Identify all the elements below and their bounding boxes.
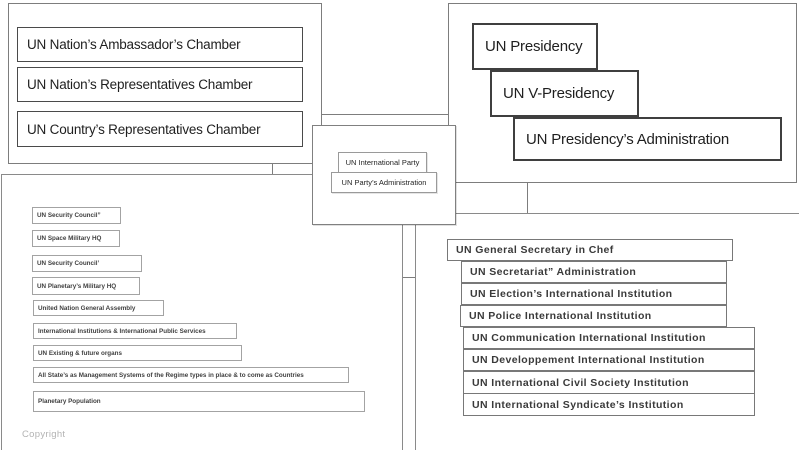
connector-chamber-to-assembly bbox=[272, 164, 273, 174]
presidency-administration-label: UN Presidency’s Administration bbox=[526, 130, 729, 148]
chamber-label: UN Nation’s Ambassador’s Chamber bbox=[27, 37, 241, 52]
assembly-item-space-military-hq: UN Space Military HQ bbox=[32, 230, 120, 247]
secretary-in-chef-box: UN General Secretary in Chef bbox=[447, 239, 733, 261]
secretariat-item-label: UN Election’s International Institution bbox=[470, 288, 673, 300]
assembly-item-label: UN Planetary’s Military HQ bbox=[37, 282, 117, 290]
assembly-item-label: Planetary Population bbox=[38, 398, 101, 405]
assembly-item-general-assembly: United Nation General Assembly bbox=[33, 300, 164, 316]
chamber-box-nation-representatives: UN Nation’s Representatives Chamber bbox=[17, 67, 303, 102]
assembly-item-security-council-1: UN Security Council” bbox=[32, 207, 121, 224]
assembly-item-security-council-2: UN Security Council’ bbox=[32, 255, 142, 272]
secretariat-item-communication: UN Communication International Instituti… bbox=[463, 327, 755, 349]
presidency-box: UN Presidency bbox=[472, 23, 598, 70]
assembly-item-label: UN Security Council’ bbox=[37, 260, 100, 267]
secretary-in-chef-label: UN General Secretary in Chef bbox=[456, 244, 614, 256]
assembly-item-label: United Nation General Assembly bbox=[38, 304, 136, 312]
presidency-administration-box: UN Presidency’s Administration bbox=[513, 117, 782, 161]
assembly-item-label: UN Space Military HQ bbox=[37, 235, 102, 242]
party-administration-label: UN Party’s Administration bbox=[341, 178, 427, 187]
secretariat-item-civil-society: UN International Civil Society Instituti… bbox=[463, 371, 755, 394]
secretariat-item-administration: UN Secretariat” Administration bbox=[461, 261, 727, 283]
secretariat-item-label: UN International Civil Society Instituti… bbox=[472, 376, 689, 389]
secretariat-item-label: UN Police International Institution bbox=[469, 310, 652, 322]
secretariat-item-elections: UN Election’s International Institution bbox=[461, 283, 727, 305]
presidency-label: UN Presidency bbox=[485, 38, 583, 55]
secretariat-item-label: UN International Syndicate’s Institution bbox=[472, 398, 684, 411]
assembly-item-international-institutions: International Institutions & Internation… bbox=[33, 323, 237, 339]
secretariat-item-label: UN Communication International Instituti… bbox=[472, 332, 706, 344]
assembly-item-label: UN Security Council” bbox=[37, 212, 101, 219]
assembly-item-all-states: All State’s as Management Systems of the… bbox=[33, 367, 349, 383]
chamber-box-ambassadors: UN Nation’s Ambassador’s Chamber bbox=[17, 27, 303, 62]
assembly-item-existing-future-organs: UN Existing & future organs bbox=[33, 345, 242, 361]
assembly-item-label: UN Existing & future organs bbox=[38, 349, 122, 357]
connector-assembly-to-secretariat bbox=[403, 277, 415, 278]
connector-presidency-to-secretariat bbox=[527, 183, 528, 213]
chamber-label: UN Nation’s Representatives Chamber bbox=[27, 77, 253, 92]
international-party-label: UN International Party bbox=[345, 158, 420, 167]
chamber-box-country-representatives: UN Country’s Representatives Chamber bbox=[17, 111, 303, 147]
party-administration-box: UN Party’s Administration bbox=[331, 172, 437, 193]
v-presidency-box: UN V-Presidency bbox=[490, 70, 639, 117]
secretariat-item-syndicate: UN International Syndicate’s Institution bbox=[463, 393, 755, 416]
secretariat-item-police: UN Police International Institution bbox=[460, 305, 727, 327]
assembly-item-label: International Institutions & Internation… bbox=[38, 327, 206, 335]
assembly-item-label: All State’s as Management Systems of the… bbox=[38, 371, 304, 379]
secretariat-item-developpement: UN Developpement International Instituti… bbox=[463, 349, 755, 371]
connector-topleft-to-presidency bbox=[322, 114, 448, 115]
chamber-label: UN Country’s Representatives Chamber bbox=[27, 121, 261, 137]
assembly-item-planetary-population: Planetary Population bbox=[33, 391, 365, 412]
international-party-box: UN International Party bbox=[338, 152, 427, 173]
secretariat-item-label: UN Developpement International Instituti… bbox=[472, 354, 705, 366]
copyright-label: Copyright bbox=[22, 429, 66, 440]
secretariat-item-label: UN Secretariat” Administration bbox=[470, 266, 637, 278]
assembly-item-planetary-military-hq: UN Planetary’s Military HQ bbox=[32, 277, 140, 295]
v-presidency-label: UN V-Presidency bbox=[503, 85, 615, 102]
